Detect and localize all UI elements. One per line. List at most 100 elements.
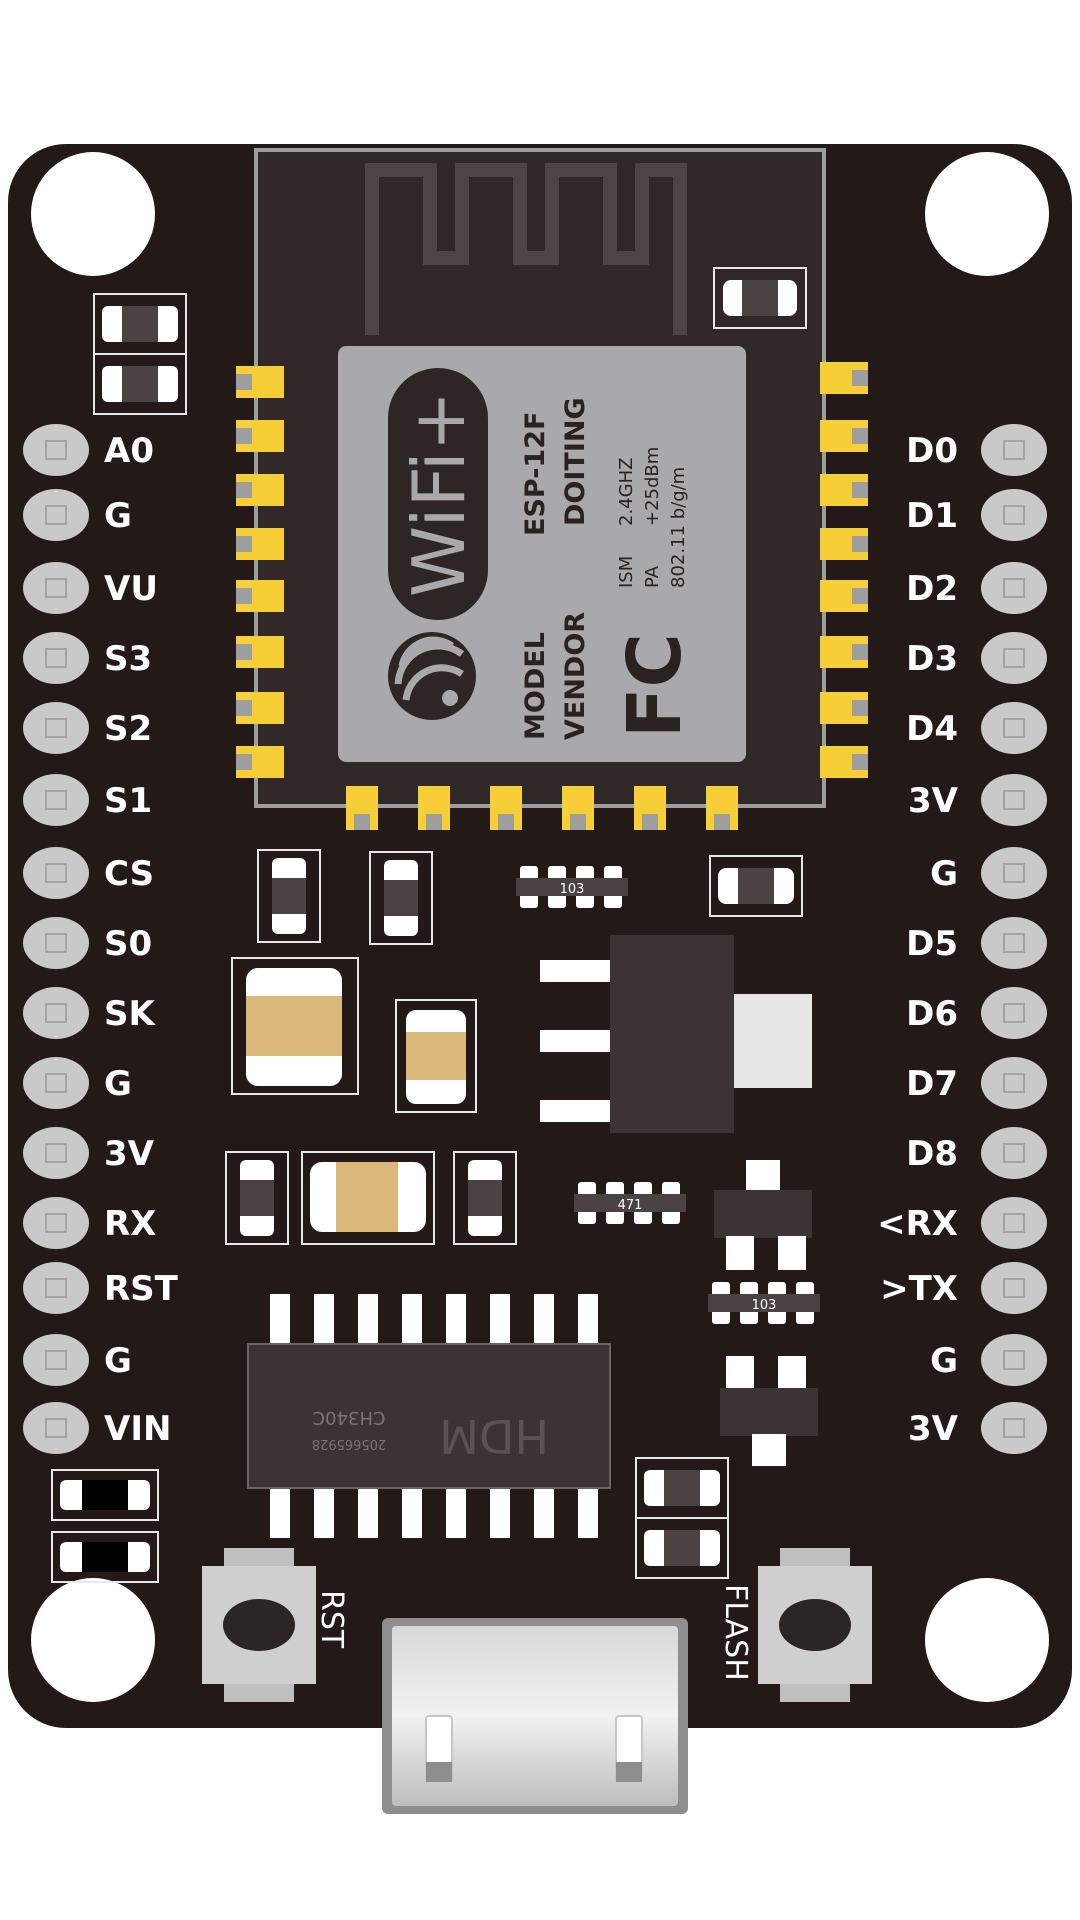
right-pin-10[interactable]: D7 xyxy=(906,1057,1047,1109)
left-pin-3[interactable]: VU xyxy=(23,562,158,614)
module-right-pads xyxy=(820,362,868,778)
left-pin-10[interactable]: G xyxy=(23,1057,132,1109)
mounting-hole-top-right xyxy=(925,152,1049,276)
chip-leg-top xyxy=(314,1294,334,1346)
chip-name: CH340C xyxy=(312,1407,385,1428)
left-pin-15[interactable]: VIN xyxy=(23,1402,171,1454)
left-pin-label: S2 xyxy=(104,709,152,749)
chip-leg-top xyxy=(490,1294,510,1346)
module-pad-bottom-6 xyxy=(706,786,738,830)
module-protocol: 802.11 b/g/m xyxy=(668,467,689,588)
module-vendor-name: DOITING xyxy=(560,397,591,526)
resistor-network-1-code: 103 xyxy=(560,882,585,897)
module-model-name: ESP-12F xyxy=(520,412,551,536)
module-pad-left-1 xyxy=(236,366,284,398)
right-pin-label: D8 xyxy=(906,1134,958,1174)
left-pin-4[interactable]: S3 xyxy=(23,632,152,684)
right-pin-label: <RX xyxy=(877,1204,958,1244)
right-pin-label: 3V xyxy=(908,781,959,821)
right-pin-14[interactable]: G xyxy=(930,1334,1047,1386)
left-pin-1[interactable]: A0 xyxy=(23,424,154,476)
module-pad-left-3 xyxy=(236,474,284,506)
right-pin-13[interactable]: >TX xyxy=(880,1262,1047,1314)
right-pin-7[interactable]: G xyxy=(930,847,1047,899)
module-pad-left-6 xyxy=(236,636,284,668)
chip-leg-bottom xyxy=(270,1486,290,1538)
smd-resistor-right xyxy=(709,855,803,917)
module-pad-right-4 xyxy=(820,528,868,560)
resistor-network-1: 103 xyxy=(516,866,628,908)
left-pin-11[interactable]: 3V xyxy=(23,1127,155,1179)
left-pin-8[interactable]: S0 xyxy=(23,917,152,969)
right-pin-5[interactable]: D4 xyxy=(906,702,1047,754)
left-pin-13[interactable]: RST xyxy=(23,1262,179,1314)
module-pad-left-2 xyxy=(236,420,284,452)
left-pin-label: S0 xyxy=(104,924,152,964)
left-pin-9[interactable]: SK xyxy=(23,987,156,1039)
module-pa-value: +25dBm xyxy=(642,447,663,526)
right-pin-12[interactable]: <RX xyxy=(877,1197,1047,1249)
left-pin-label: 3V xyxy=(104,1134,155,1174)
chip-leg-bottom xyxy=(358,1486,378,1538)
tantalum-capacitor-small xyxy=(395,999,477,1113)
right-pin-label: G xyxy=(930,854,958,894)
right-pin-label: D2 xyxy=(906,569,958,609)
right-pin-label: D1 xyxy=(906,496,958,536)
left-pin-label: CS xyxy=(104,854,154,894)
module-pad-bottom-5 xyxy=(634,786,666,830)
right-pin-3[interactable]: D2 xyxy=(906,562,1047,614)
right-pin-6[interactable]: 3V xyxy=(908,774,1047,826)
module-pad-right-8 xyxy=(820,746,868,778)
tantalum-capacitor-large xyxy=(231,957,359,1095)
left-pin-12[interactable]: RX xyxy=(23,1197,156,1249)
micro-usb-connector[interactable] xyxy=(382,1618,688,1814)
right-pin-15[interactable]: 3V xyxy=(908,1402,1047,1454)
mounting-hole-bottom-left xyxy=(31,1578,155,1702)
module-pad-left-7 xyxy=(236,692,284,724)
right-pin-11[interactable]: D8 xyxy=(906,1127,1047,1179)
right-pin-2[interactable]: D1 xyxy=(906,489,1047,541)
module-pad-right-5 xyxy=(820,580,868,612)
sot23-transistor-top xyxy=(714,1160,812,1270)
rst-button[interactable] xyxy=(202,1548,316,1702)
resistor-network-3-code: 103 xyxy=(752,1298,777,1313)
antenna-trace xyxy=(365,163,687,335)
chip-leg-bottom xyxy=(578,1486,598,1538)
chip-leg-bottom xyxy=(490,1486,510,1538)
left-pin-14[interactable]: G xyxy=(23,1334,132,1386)
left-pin-5[interactable]: S2 xyxy=(23,702,152,754)
smd-resistor-pair-bottom-right xyxy=(635,1457,729,1579)
chip-leg-top xyxy=(358,1294,378,1346)
left-pin-label: S1 xyxy=(104,781,152,821)
module-pad-right-2 xyxy=(820,420,868,452)
right-pin-9[interactable]: D6 xyxy=(906,987,1047,1039)
right-pin-1[interactable]: D0 xyxy=(906,424,1047,476)
chip-leg-bottom xyxy=(314,1486,334,1538)
right-pin-8[interactable]: D5 xyxy=(906,917,1047,969)
module-pad-left-4 xyxy=(236,528,284,560)
right-pin-label: D0 xyxy=(906,431,958,471)
module-pad-left-5 xyxy=(236,580,284,612)
chip-serial: 205665928 xyxy=(312,1436,386,1451)
module-bottom-pads xyxy=(346,786,738,830)
module-model-label: MODEL xyxy=(520,632,551,740)
module-left-pads xyxy=(236,366,284,778)
left-pin-7[interactable]: CS xyxy=(23,847,154,899)
right-pin-label: 3V xyxy=(908,1409,959,1449)
chip-brand: HDM xyxy=(439,1409,549,1463)
wifi-logo-text: WiFi+ xyxy=(397,391,481,597)
left-pin-label: A0 xyxy=(104,431,154,471)
flash-button[interactable] xyxy=(758,1548,872,1702)
left-pin-label: RST xyxy=(104,1269,179,1309)
left-pin-label: G xyxy=(104,496,132,536)
module-ism-label: ISM xyxy=(616,556,637,588)
chip-leg-top xyxy=(534,1294,554,1346)
smd-diode-pair-left xyxy=(51,1469,159,1583)
left-pin-2[interactable]: G xyxy=(23,489,132,541)
left-pin-6[interactable]: S1 xyxy=(23,774,152,826)
smd-vertical-pair xyxy=(257,849,433,945)
module-pad-right-1 xyxy=(820,362,868,394)
right-pin-4[interactable]: D3 xyxy=(906,632,1047,684)
